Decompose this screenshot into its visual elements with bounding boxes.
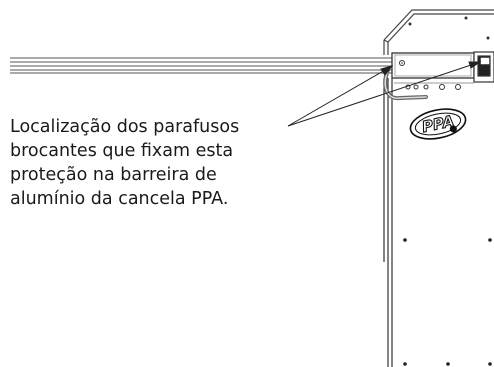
cabinet-top-cap [383,9,494,55]
ppa-logo: PPA [409,108,467,140]
cap-screw [464,16,468,20]
cabinet-body [383,78,393,367]
caption-line: alumínio da cancela PPA. [10,189,229,209]
caption-line: proteção na barreira de [10,165,217,185]
mounting-bracket [473,51,494,83]
protection-cover [391,52,475,79]
cover-rivets [405,84,461,90]
caption-line: brocantes que fixam esta [10,141,234,161]
callout-arrows [287,61,482,127]
screw-location-caption: Localização dos parafusos brocantes que … [10,115,310,211]
cabinet-screws [403,238,492,366]
caption-line: Localização dos parafusos [10,117,240,137]
aluminum-barrier-arm [10,57,392,74]
cap-screw [408,22,412,26]
cap-screw [486,36,490,40]
